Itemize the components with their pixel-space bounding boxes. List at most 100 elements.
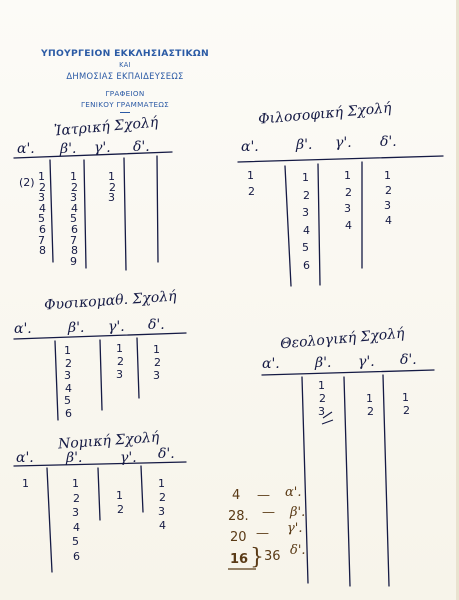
nomiki-col-rule-3 (140, 465, 144, 513)
fysikomath-cell: 5 (64, 394, 71, 407)
fysikomath-header-g: γ'. (108, 319, 125, 335)
nomiki-col-rule-1 (46, 467, 53, 573)
filosofiki-cell: 1 (384, 169, 391, 182)
iatriki-cell: 6 (71, 223, 78, 236)
summary-label-b: β'. (290, 505, 306, 520)
theologiki-cell: 2 (403, 404, 410, 417)
iatriki-col-rule-1 (49, 159, 54, 263)
fysikomath-header-d: δ'. (148, 317, 165, 333)
nomiki-cell: 1 (72, 477, 79, 490)
fysikomath-cell: 3 (64, 369, 71, 382)
filosofiki-header-b: β'. (296, 137, 313, 153)
fysikomath-cell: 1 (64, 344, 71, 357)
fysikomath-cell: 3 (116, 368, 123, 381)
theologiki-header-b: β'. (315, 355, 332, 371)
summary-bracket: } (250, 545, 264, 570)
letterhead-dash (120, 112, 130, 113)
filosofiki-cell: 4 (303, 223, 310, 237)
iatriki-cell: 8 (71, 244, 78, 258)
iatriki-col-rule-4 (156, 155, 159, 263)
letterhead: ΥΠΟΥΡΓΕΙΟΝ ΕΚΚΛΗΣΙΑΣΤΙΚΩΝ ΚΑΙ ΔΗΜΟΣΙΑΣ Ε… (40, 48, 210, 113)
fysikomath-cell: 3 (153, 369, 160, 382)
iatriki-header-g: γ'. (94, 140, 111, 156)
filosofiki-cell: 4 (385, 214, 392, 227)
iatriki-cell: 2 (71, 180, 78, 194)
iatriki-cell: 5 (38, 212, 45, 226)
summary-label-g: γ'. (287, 521, 303, 536)
filosofiki-cell: 3 (384, 199, 391, 212)
filosofiki-header-g: γ'. (335, 135, 352, 151)
iatriki-cell: 4 (71, 201, 78, 215)
iatriki-header-d: δ'. (133, 139, 150, 155)
fysikomath-cell: 6 (65, 406, 72, 420)
letterhead-secretary: ΓΕΝΙΚΟΥ ΓΡΑΜΜΑΤΕΩΣ (80, 100, 170, 109)
fysikomath-cell: 1 (153, 343, 160, 356)
iatriki-cell: 7 (38, 233, 45, 247)
theologiki-cell: 2 (319, 392, 326, 405)
summary-value-g: 20 (230, 530, 247, 545)
letterhead-office: ΓΡΑΦΕΙΟΝ (105, 89, 145, 98)
theologiki-header-rule (261, 369, 435, 376)
theologiki-cell: 1 (318, 379, 325, 392)
filosofiki-cell: 2 (345, 185, 352, 199)
filosofiki-header-d: δ'. (380, 134, 397, 150)
nomiki-header-a: α'. (16, 450, 34, 466)
nomiki-cell: 2 (159, 491, 166, 504)
filosofiki-cell: 2 (248, 185, 255, 198)
theologiki-cell: 1 (366, 392, 373, 405)
summary-dash-b: — (262, 505, 275, 520)
theologiki-cell: 2 (367, 405, 374, 418)
nomiki-cell: 6 (73, 549, 80, 563)
iatriki-cell: 9 (70, 254, 77, 268)
nomiki-col-rule-2 (97, 467, 101, 521)
nomiki-cell: 1 (158, 477, 165, 490)
summary-value-b: 28. (228, 509, 249, 524)
filosofiki-cell: 6 (303, 258, 310, 272)
iatriki-cell: 2 (109, 180, 116, 194)
summary-label-a: α'. (285, 485, 302, 500)
iatriki-col-rule-3 (123, 157, 127, 271)
iatriki-cell: 7 (70, 233, 77, 247)
iatriki-header-b: β'. (60, 141, 77, 157)
filosofiki-col-rule-2 (317, 163, 321, 286)
fysikomath-header-b: β'. (68, 320, 85, 336)
letterhead-ministry: ΥΠΟΥΡΓΕΙΟΝ ΕΚΚΛΗΣΙΑΣΤΙΚΩΝ (41, 48, 209, 59)
nomiki-header-rule (13, 461, 187, 467)
theologiki-header-d: δ'. (400, 352, 417, 368)
fysikomath-cell: 4 (65, 381, 72, 395)
nomiki-header-g: γ'. (120, 450, 137, 466)
nomiki-cell: 4 (73, 520, 80, 534)
letterhead-education: ΔΗΜΟΣΙΑΣ ΕΚΠΑΙΔΕΥΣΕΩΣ (66, 71, 184, 81)
filosofiki-header-a: α'. (241, 139, 259, 155)
theologiki-col-rule-3 (382, 374, 390, 587)
summary-value-a: 4 (232, 488, 241, 503)
nomiki-cell: 2 (73, 491, 80, 505)
theologiki-col-rule-1 (301, 376, 309, 584)
nomiki-cell: 1 (22, 477, 29, 490)
theologiki-cell: 1 (402, 391, 409, 404)
theologiki-header-g: γ'. (358, 354, 375, 370)
filosofiki-cell: 2 (385, 184, 392, 197)
summary-total: 36 (264, 549, 281, 564)
fysikomath-col-rule-2 (99, 339, 103, 411)
fysikomath-header-a: α'. (14, 321, 32, 337)
summary-value-d: 16 (230, 552, 249, 567)
filosofiki-cell: 1 (247, 169, 254, 182)
iatriki-col-rule-2 (83, 159, 87, 269)
summary-label-d: δ'. (290, 543, 306, 558)
filosofiki-cell: 2 (303, 188, 310, 202)
filosofiki-cell: 5 (302, 241, 309, 254)
fysikomath-col-rule-1 (54, 340, 59, 421)
fysikomath-cell: 2 (154, 356, 161, 369)
filosofiki-cell: 4 (345, 218, 352, 232)
iatriki-cell: 3 (108, 191, 115, 205)
filosofiki-cell: 1 (344, 169, 351, 182)
nomiki-cell: 2 (117, 503, 124, 516)
iatriki-cell: 5 (70, 212, 77, 226)
filosofiki-header-rule (237, 155, 444, 163)
nomiki-cell: 1 (116, 489, 123, 502)
iatriki-cell: 1 (70, 170, 77, 183)
nomiki-cell: 3 (158, 505, 165, 518)
